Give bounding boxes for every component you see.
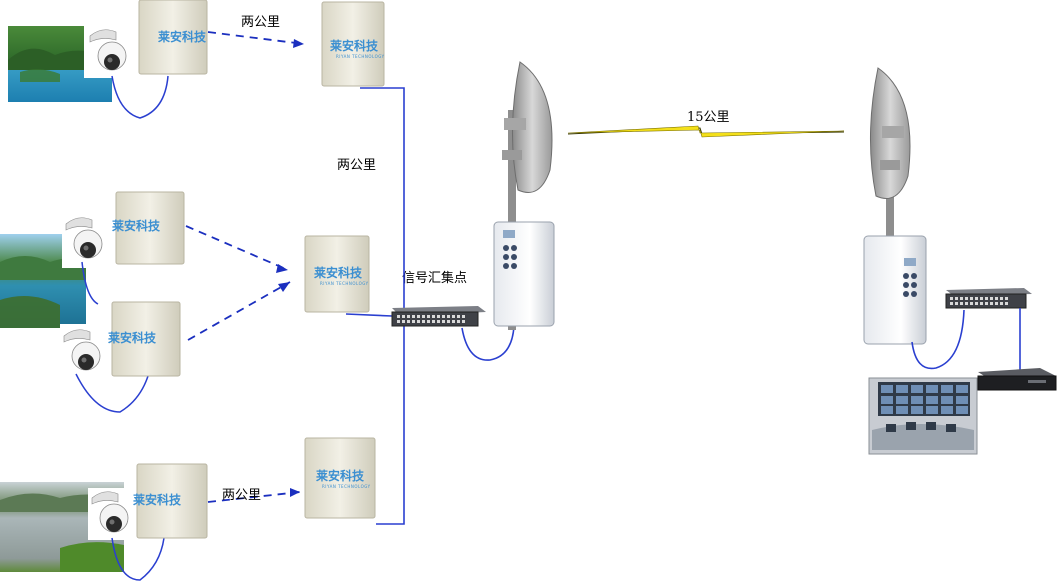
wireless-links xyxy=(185,31,305,503)
dish-antenna-icon xyxy=(502,61,553,330)
bridge-unit-icon xyxy=(863,235,927,345)
antenna-panel-icon: 莱安科技 RIYAN TECHNOLOGY xyxy=(304,235,370,313)
dish-antenna-icon xyxy=(870,67,911,330)
control-room-icon xyxy=(868,377,978,455)
distance-label-mid: 两公里 xyxy=(337,158,376,173)
antenna-panel-icon: 莱安科技 xyxy=(133,463,208,539)
brand-text: 莱安科技 xyxy=(314,265,363,280)
brand-subtext: RIYAN TECHNOLOGY xyxy=(320,281,369,286)
brand-text: 莱安科技 xyxy=(316,468,365,483)
switch-to-bridge-cable xyxy=(461,325,515,361)
antenna-panel-icon: 莱安科技 xyxy=(112,191,185,265)
switch-icon xyxy=(391,306,486,327)
brand-text: 莱安科技 xyxy=(108,330,157,345)
distance-label-bottom: 两公里 xyxy=(222,488,261,503)
brand-subtext: RIYAN TECHNOLOGY xyxy=(322,484,371,489)
distance-label-backhaul: 15公里 xyxy=(687,110,730,125)
camera-icon xyxy=(62,214,108,268)
distance-label-top: 两公里 xyxy=(241,15,280,30)
camera-icon xyxy=(60,324,106,378)
trunk-cables xyxy=(345,87,405,525)
antenna-panel-icon: 莱安科技 RIYAN TECHNOLOGY xyxy=(321,1,385,87)
antenna-panel-icon: 莱安科技 RIYAN TECHNOLOGY xyxy=(304,437,376,519)
aggregation-point-label: 信号汇集点 xyxy=(402,270,467,286)
switch-icon xyxy=(945,288,1032,309)
antenna-panel-icon: 莱安科技 xyxy=(108,301,181,377)
brand-subtext: RIYAN TECHNOLOGY xyxy=(336,54,385,59)
brand-text: 莱安科技 xyxy=(330,38,379,53)
camera-icon xyxy=(88,488,132,540)
camera-icon xyxy=(84,24,130,78)
brand-text: 莱安科技 xyxy=(158,29,207,44)
camera-cables xyxy=(75,75,169,581)
brand-text: 莱安科技 xyxy=(112,218,161,233)
brand-text: 莱安科技 xyxy=(133,492,182,507)
antenna-panel-icon: 莱安科技 xyxy=(138,0,208,75)
bridge-unit-icon xyxy=(493,221,555,327)
backhaul-link xyxy=(567,125,845,138)
arrowheads xyxy=(276,39,304,497)
bridge-to-switch-cable xyxy=(911,309,965,370)
dvr-icon xyxy=(977,368,1057,391)
